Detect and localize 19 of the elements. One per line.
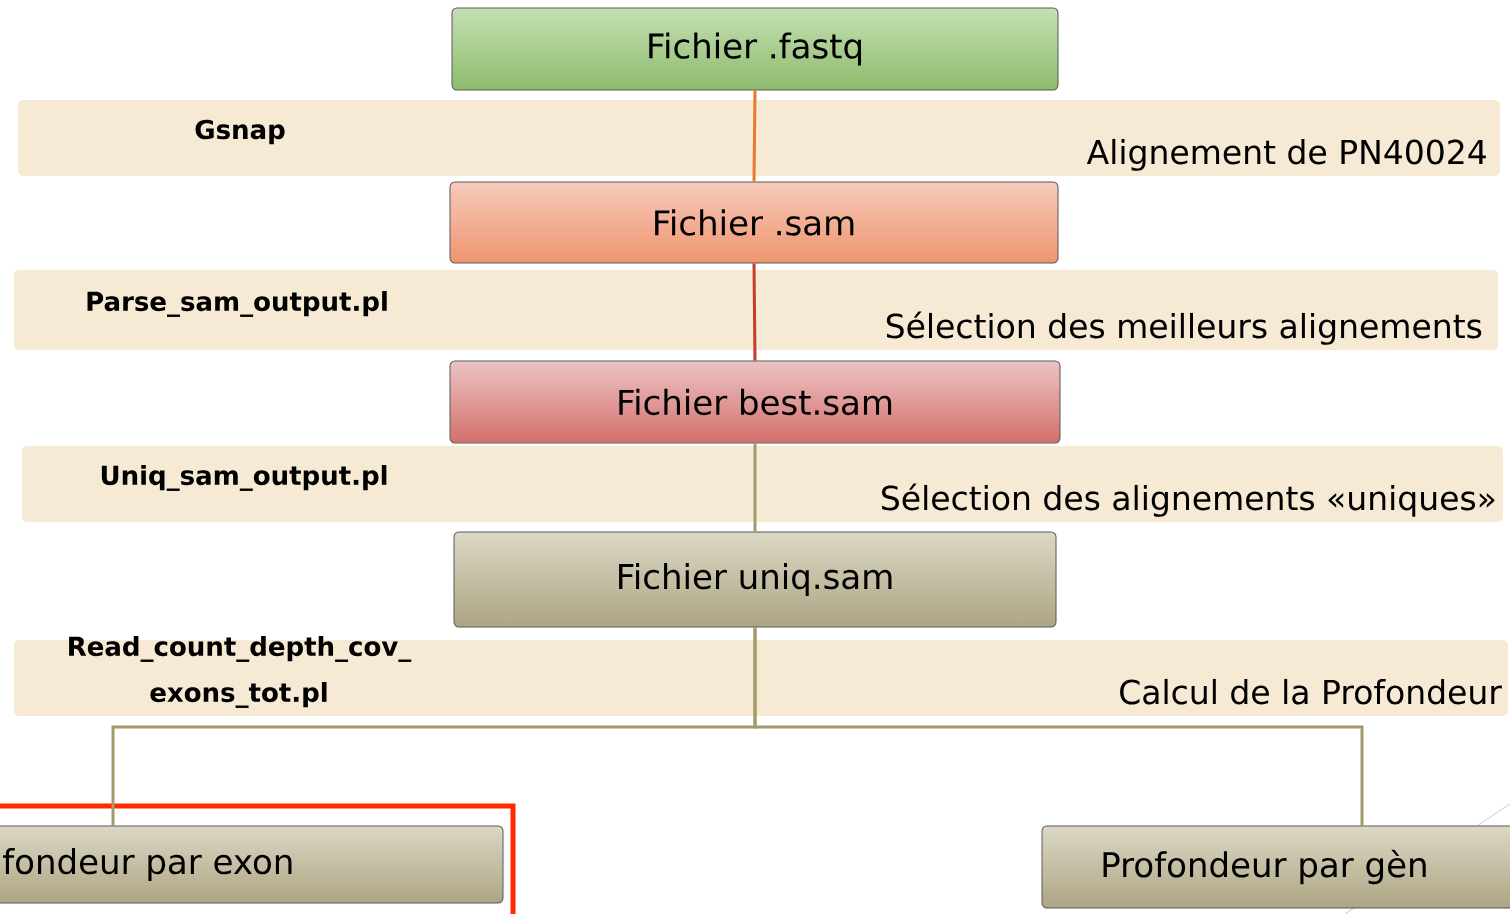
file-box: Fichier best.sam [449, 360, 1061, 444]
file-box: fondeur par exon [0, 825, 504, 904]
script-name: Gsnap [195, 119, 285, 145]
step-label: Sélection des alignements «uniques» [882, 483, 1495, 517]
step-label: Alignement de PN40024 [1086, 138, 1486, 171]
step-label: Sélection des meilleurs alignements [886, 311, 1482, 345]
connector-line [753, 627, 1364, 826]
connector-line [752, 90, 757, 182]
file-box: Fichier .fastq [451, 7, 1059, 91]
connector-line [753, 443, 757, 532]
highlight-frame [0, 803, 516, 914]
script-name: Read_count_depth_cov_ exons_tot.pl [69, 636, 412, 708]
script-name: Parse_sam_output.pl [87, 291, 387, 317]
file-box: Fichier uniq.sam [453, 531, 1057, 628]
file-box: Fichier .sam [449, 181, 1059, 264]
file-box: Profondeur par gèn [1041, 825, 1510, 909]
step-label: Calcul de la Profondeur [1120, 678, 1502, 705]
connector-line [752, 263, 757, 361]
script-name: Uniq_sam_output.pl [101, 465, 387, 491]
